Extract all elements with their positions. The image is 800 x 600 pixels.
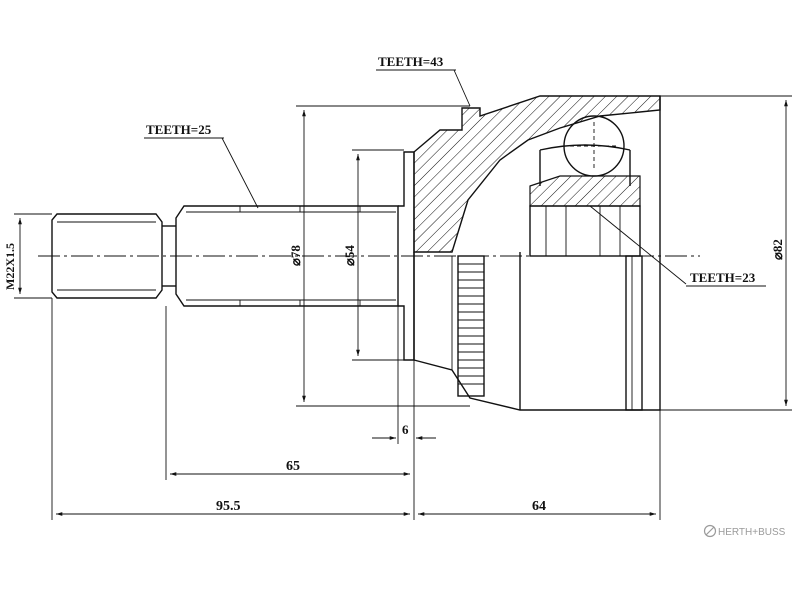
dim-64-label: 64 — [532, 499, 546, 514]
dia-78-label: ⌀78 — [288, 245, 303, 266]
dimension-6 — [372, 306, 436, 444]
teeth-top-label: TEETH=43 — [378, 54, 444, 69]
dimension-dia-78 — [296, 105, 470, 407]
dimension-thread — [14, 213, 52, 299]
teeth-shaft-label: TEETH=25 — [146, 122, 212, 137]
dimension-dia-82 — [660, 95, 792, 411]
leader-teeth-inner — [589, 205, 687, 285]
teeth-inner-label: TEETH=23 — [690, 270, 756, 285]
leader-teeth-shaft — [221, 137, 259, 209]
dim-65-label: 65 — [286, 459, 300, 474]
inner-race — [529, 144, 643, 411]
dimension-64 — [418, 410, 661, 520]
dimension-dia-54 — [352, 149, 404, 361]
shaft-neck — [162, 225, 176, 287]
dia-82-label: ⌀82 — [770, 239, 785, 260]
herth-buss-logo-icon — [703, 524, 717, 538]
ball — [563, 115, 625, 177]
brand-name: HERTH+BUSS — [718, 527, 786, 538]
dimension-95-5 — [51, 298, 415, 520]
dimension-65 — [165, 306, 410, 480]
leader-teeth-top — [453, 69, 471, 107]
thread-label: M22X1.5 — [3, 243, 17, 290]
dim-6-label: 6 — [402, 422, 409, 437]
threaded-end — [51, 213, 163, 299]
abs-ring — [457, 255, 485, 397]
bell-housing — [413, 95, 661, 411]
dim-95-5-label: 95.5 — [216, 499, 241, 514]
dia-54-label: ⌀54 — [342, 245, 357, 266]
